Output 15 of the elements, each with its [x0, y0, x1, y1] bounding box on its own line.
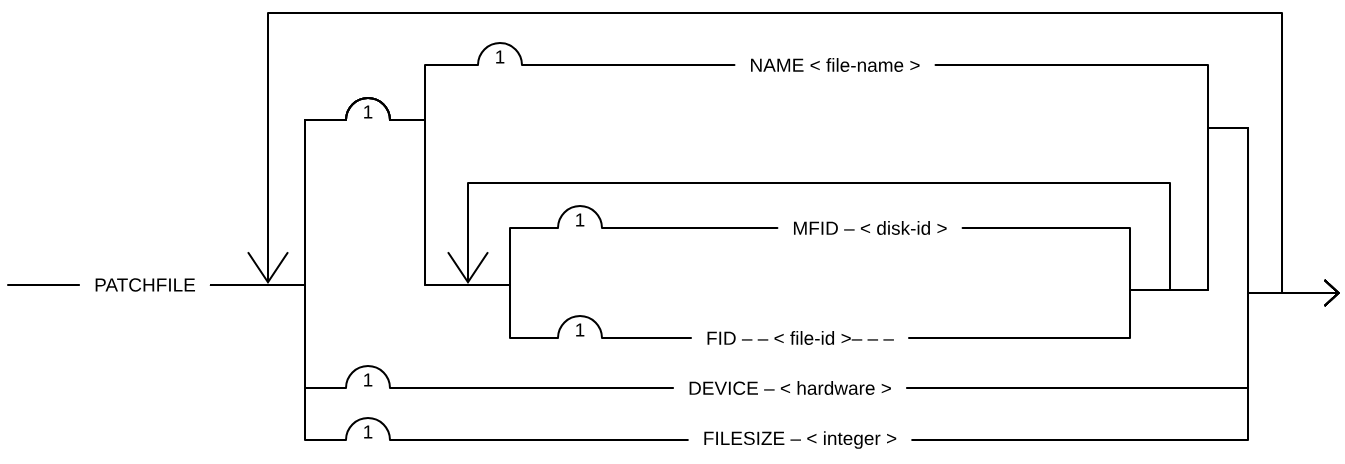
bridge-number: 1 — [496, 50, 505, 64]
bridge-number: 1 — [576, 323, 585, 337]
bridge-number: 1 — [364, 105, 373, 119]
syntax-term: FID – – < file-id >– – – — [707, 331, 894, 345]
bridge-number: 1 — [364, 425, 373, 439]
bridge-number: 1 — [576, 213, 585, 227]
syntax-term: PATCHFILE — [95, 278, 196, 292]
syntax-term: FILESIZE – < integer > — [704, 431, 897, 449]
syntax-term: MFID – < disk-id > — [793, 221, 947, 235]
syntax-line — [911, 279, 1340, 441]
bridge-number: 1 — [364, 373, 373, 387]
syntax-term: DEVICE – < hardware > — [689, 381, 891, 395]
syntax-line — [7, 284, 81, 286]
syntax-term: NAME < file-name > — [751, 58, 920, 72]
syntax-line — [209, 284, 689, 441]
